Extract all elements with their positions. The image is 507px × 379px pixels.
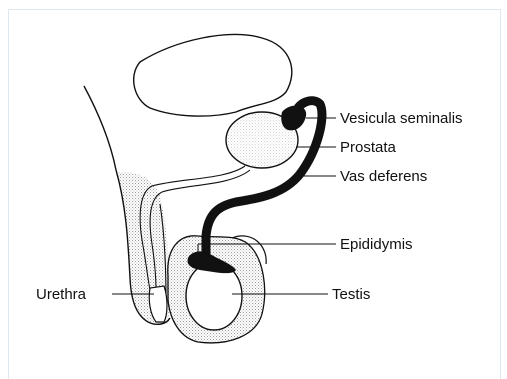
label-epididymis: Epididymis <box>340 236 413 253</box>
body-outline <box>84 86 116 170</box>
label-prostata: Prostata <box>340 139 397 156</box>
bladder <box>134 34 292 116</box>
testis <box>186 262 242 330</box>
label-vas-deferens: Vas deferens <box>340 168 427 185</box>
seminal-vesicle <box>281 106 306 131</box>
label-urethra: Urethra <box>36 286 87 303</box>
label-testis: Testis <box>332 286 370 303</box>
label-vesicula-seminalis: Vesicula seminalis <box>340 110 463 127</box>
